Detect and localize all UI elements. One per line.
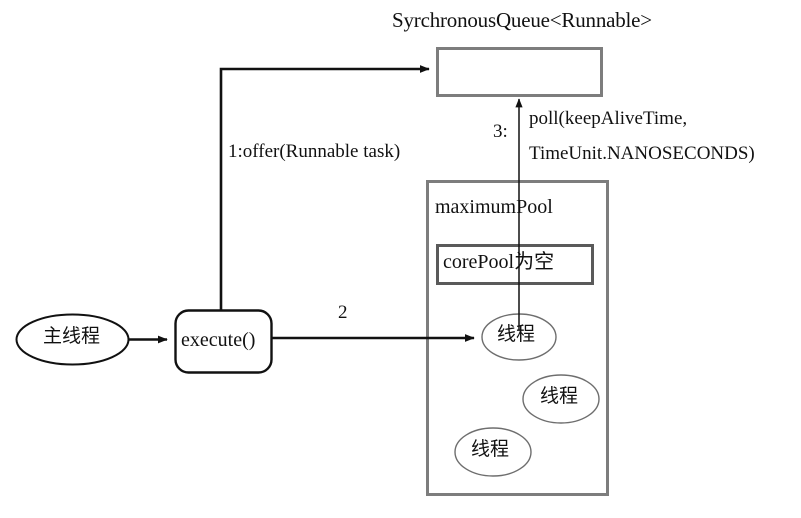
edge-poll-step-label: 3: bbox=[493, 121, 508, 142]
thread-2-ellipse bbox=[522, 374, 600, 424]
thread-2-label: 线程 bbox=[540, 386, 579, 407]
execute-label: execute() bbox=[181, 329, 256, 351]
queue-title: SyrchronousQueue<Runnable> bbox=[392, 8, 652, 32]
edge-offer-label: 1:offer(Runnable task) bbox=[228, 141, 401, 162]
thread-1-label: 线程 bbox=[497, 324, 536, 345]
edge-offer bbox=[219, 65, 430, 310]
core-pool-label: corePool为空 bbox=[443, 251, 555, 273]
core-pool-box bbox=[436, 244, 594, 285]
main-thread-label: 主线程 bbox=[43, 326, 101, 347]
main-thread-ellipse bbox=[15, 313, 130, 366]
maximum-pool-label: maximumPool bbox=[435, 196, 553, 218]
thread-3-ellipse bbox=[454, 427, 532, 477]
edge-poll-label-line2: TimeUnit.NANOSECONDS) bbox=[529, 143, 755, 164]
edge-step2-label: 2 bbox=[338, 302, 348, 323]
thread-3-label: 线程 bbox=[471, 439, 510, 460]
execute-box bbox=[174, 309, 273, 374]
queue-box bbox=[436, 47, 603, 97]
edge-poll-label-line1: poll(keepAliveTime, bbox=[529, 108, 688, 129]
